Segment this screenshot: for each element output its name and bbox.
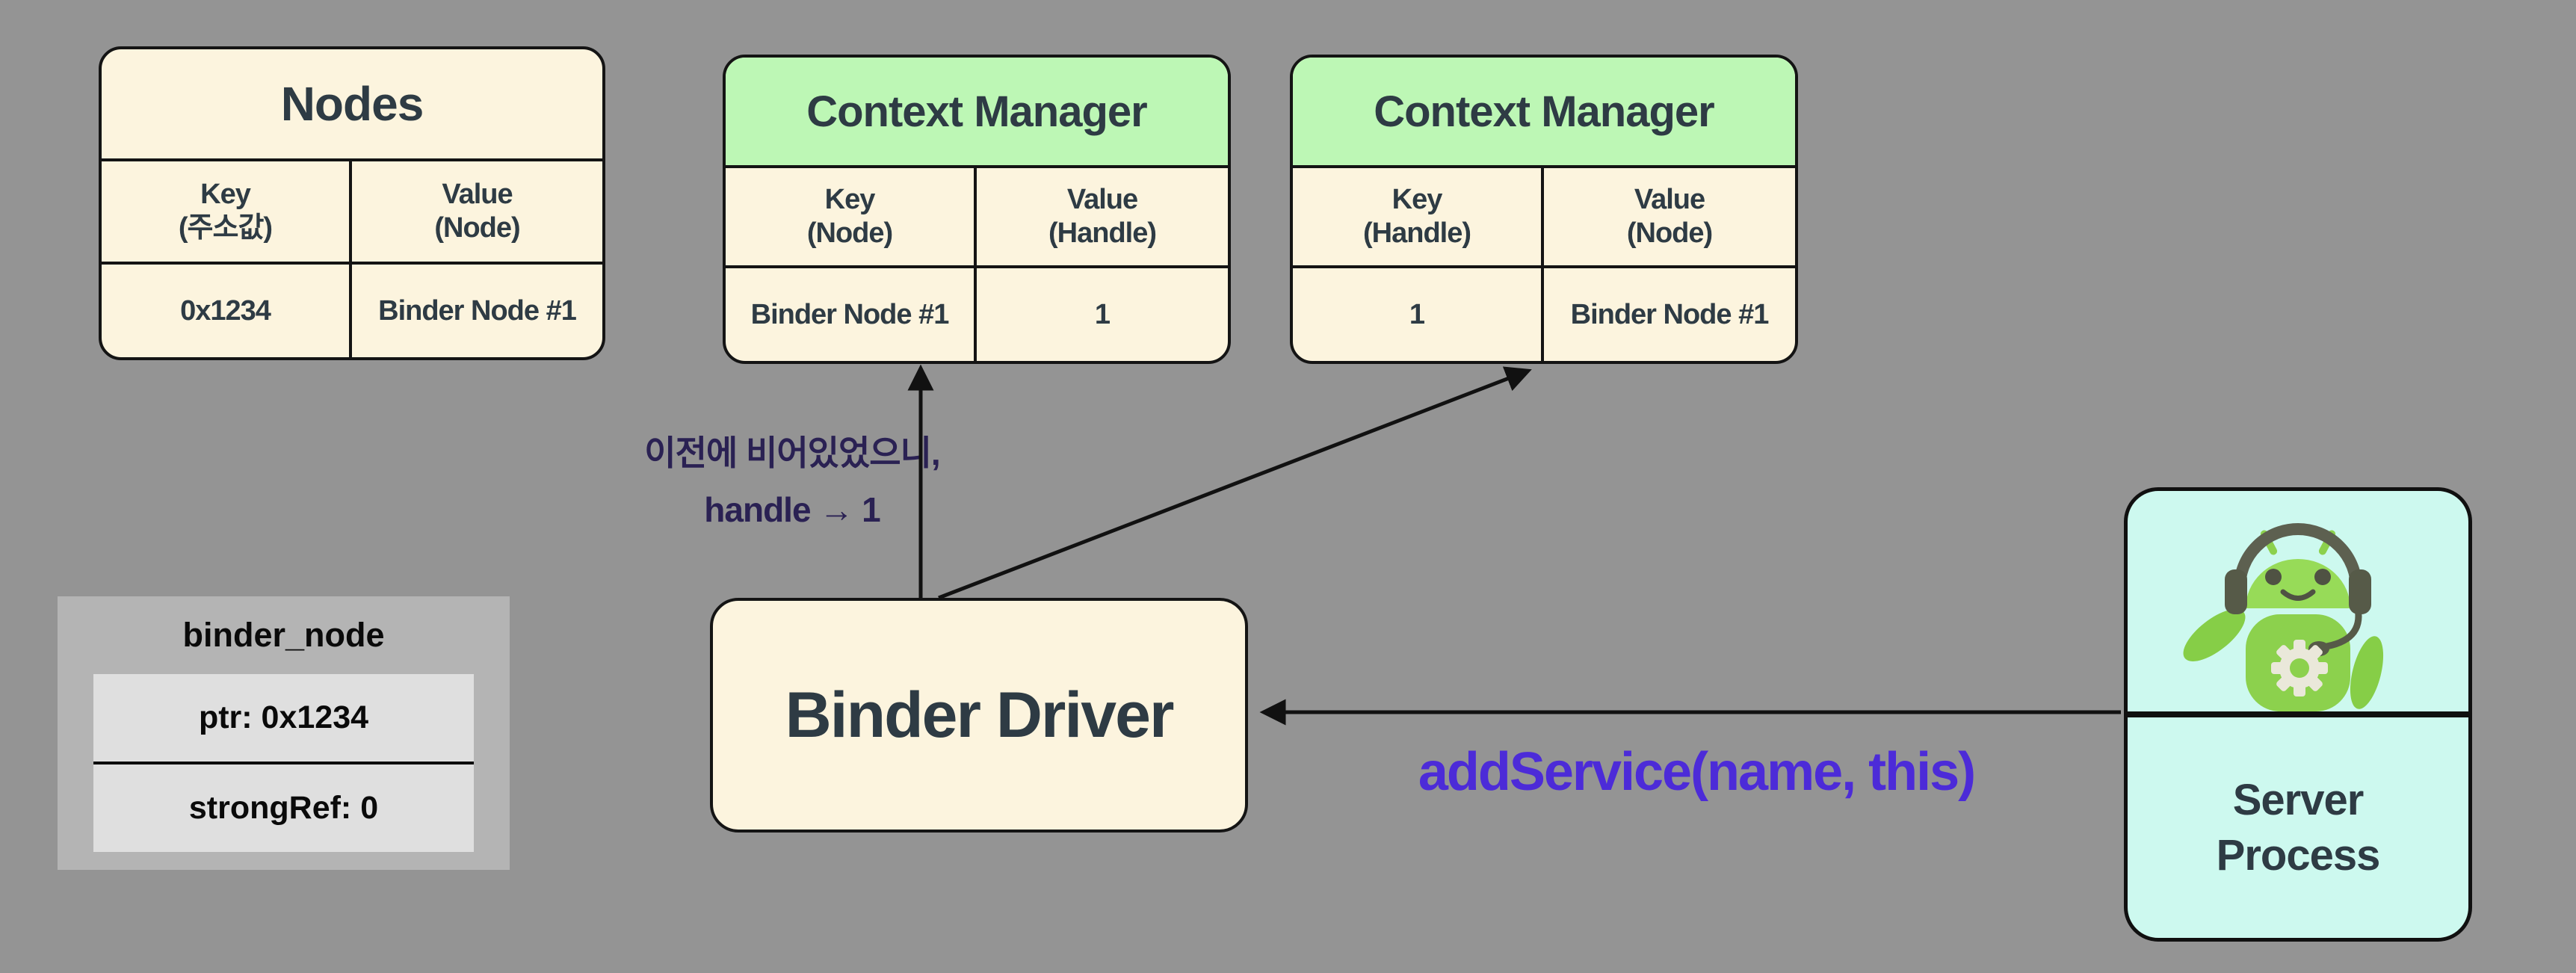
- header-line: (Node): [806, 217, 893, 249]
- context-manager-cell-value: 1: [1094, 298, 1111, 330]
- header-line: (Handle): [1363, 217, 1471, 249]
- context-manager-data-row: 1 Binder Node #1: [1293, 268, 1795, 361]
- nodes-table-cell-key: 0x1234: [102, 265, 352, 357]
- header-line: (Node): [434, 212, 520, 244]
- context-manager-header-value: Value (Handle): [977, 168, 1228, 265]
- nodes-table: Nodes Key (주소값) Value (Node) 0x1234 Bind…: [99, 46, 605, 360]
- handle-note-line1: 이전에 비어있었으니,: [644, 433, 940, 472]
- nodes-table-cell-value: Binder Node #1: [378, 294, 577, 327]
- header-line: Value: [1634, 184, 1705, 215]
- nodes-table-header-row: Key (주소값) Value (Node): [102, 161, 602, 265]
- context-manager-data-row: Binder Node #1 1: [726, 268, 1228, 361]
- context-manager-header-key: Key (Handle): [1293, 168, 1544, 265]
- context-manager-cell-key: Binder Node #1: [726, 268, 977, 361]
- android-support-agent-icon: [2183, 523, 2384, 711]
- handle-note-line2: handle → 1: [704, 490, 880, 529]
- binder-node-field-strongref: strongRef: 0: [188, 790, 379, 826]
- header-line: (Node): [1626, 217, 1713, 249]
- handle-assignment-note: 이전에 비어있었으니, handle → 1: [493, 424, 1091, 538]
- context-manager-header-value: Value (Node): [1544, 168, 1795, 265]
- nodes-table-header-key: Key (주소값): [102, 161, 352, 262]
- header-line: Key: [200, 179, 251, 210]
- server-process-label: Server Process: [2128, 717, 2468, 938]
- binder-driver-box: Binder Driver: [710, 598, 1248, 833]
- context-manager-handle-to-node-table: Context Manager Key (Handle) Value (Node…: [1290, 55, 1798, 364]
- nodes-table-data-row: 0x1234 Binder Node #1: [102, 265, 602, 357]
- header-line: Key: [1392, 184, 1443, 215]
- binder-driver-label: Binder Driver: [785, 679, 1175, 751]
- server-process-label-line2: Process: [2216, 830, 2381, 880]
- header-line: Value: [442, 179, 513, 210]
- server-process-label-line1: Server: [2232, 775, 2365, 824]
- add-service-call-label: addService(name, this): [1418, 742, 1976, 802]
- context-manager-header-row: Key (Handle) Value (Node): [1293, 168, 1795, 268]
- server-process-image-area: [2128, 491, 2468, 717]
- context-manager-cell-value: Binder Node #1: [1570, 298, 1770, 330]
- binder-node-field-ptr: ptr: 0x1234: [93, 674, 474, 764]
- nodes-table-header-value: Value (Node): [352, 161, 602, 262]
- context-manager-header-row: Key (Node) Value (Handle): [726, 168, 1228, 268]
- binder-node-struct-box: binder_node ptr: 0x1234 strongRef: 0: [58, 596, 510, 870]
- header-line: (주소값): [178, 212, 273, 244]
- nodes-table-title: Nodes: [102, 49, 602, 161]
- header-line: Value: [1066, 184, 1138, 215]
- context-manager-title: Context Manager: [1293, 58, 1795, 168]
- context-manager-header-key: Key (Node): [726, 168, 977, 265]
- context-manager-cell-key: 1: [1293, 268, 1544, 361]
- binder-node-struct-title: binder_node: [182, 616, 385, 654]
- header-line: Key: [824, 184, 876, 215]
- context-manager-node-to-handle-table: Context Manager Key (Node) Value (Handle…: [723, 55, 1231, 364]
- context-manager-title: Context Manager: [726, 58, 1228, 168]
- binder-node-struct-fields: ptr: 0x1234 strongRef: 0: [93, 674, 474, 852]
- server-process-box: Server Process: [2124, 487, 2472, 942]
- header-line: (Handle): [1048, 217, 1157, 249]
